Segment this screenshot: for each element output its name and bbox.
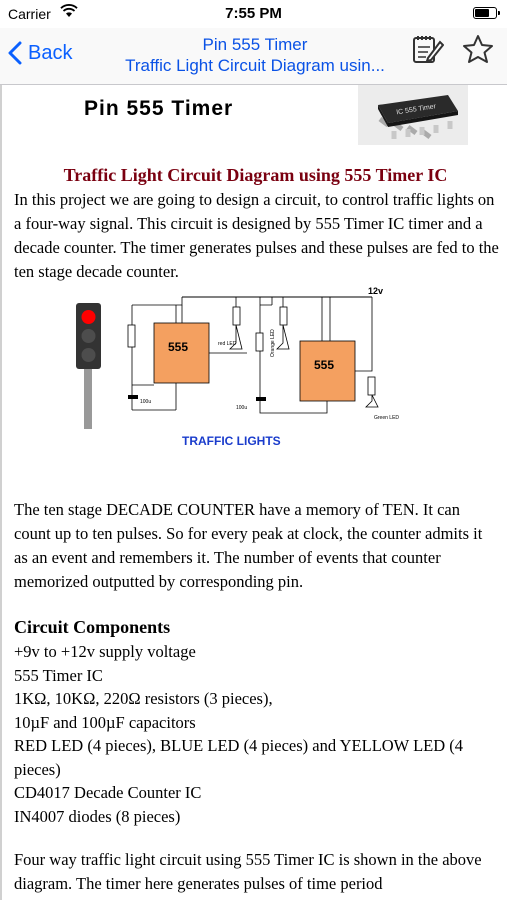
orange-led-label: Orange LED — [270, 329, 276, 357]
component-item: IN4007 diodes (8 pieces) — [14, 806, 181, 826]
diagram-caption: TRAFFIC LIGHTS — [182, 434, 281, 448]
component-item: 1KΩ, 10KΩ, 220Ω resistors (3 pieces), — [14, 689, 273, 708]
component-item: +9v to +12v supply voltage — [14, 642, 196, 661]
back-button[interactable]: Back — [8, 38, 72, 68]
notes-button[interactable] — [410, 32, 445, 71]
circuit-diagram: 12v 555 100u red LED 100u Orange LED 5 — [72, 285, 412, 455]
nav-title-line2: Traffic Light Circuit Diagram usin... — [125, 56, 385, 75]
star-icon — [463, 35, 493, 63]
clock: 7:55 PM — [225, 5, 282, 22]
green-led-label: Green LED — [374, 415, 399, 421]
nav-title-line1: Pin 555 Timer — [202, 35, 308, 54]
closing-paragraph: Four way traffic light circuit using 555… — [14, 850, 482, 893]
ic-chip-image: IC 555 Timer — [358, 85, 468, 145]
components-title: Circuit Components — [14, 617, 171, 637]
component-item: RED LED (4 pieces), BLUE LED (4 pieces) … — [14, 736, 464, 779]
ic1-label: 555 — [168, 340, 188, 354]
wifi-icon — [60, 4, 78, 21]
battery-icon — [473, 7, 500, 19]
component-item: CD4017 Decade Counter IC — [14, 783, 202, 802]
decade-counter-paragraph: The ten stage DECADE COUNTER have a memo… — [14, 500, 483, 591]
favorite-button[interactable] — [462, 34, 494, 69]
status-bar: Carrier 7:55 PM — [0, 0, 507, 28]
banner-title: Pin 555 Timer — [84, 97, 234, 120]
nav-title: Pin 555 Timer Traffic Light Circuit Diag… — [100, 34, 410, 76]
chevron-left-icon — [8, 41, 22, 65]
component-item: 10µF and 100µF capacitors — [14, 712, 196, 732]
carrier-label: Carrier — [8, 6, 51, 22]
article-content[interactable]: Pin 555 Timer IC 555 Timer Traffic Light… — [0, 85, 507, 900]
red-led-label: red LED — [218, 341, 237, 347]
cap1-label: 100u — [140, 399, 151, 405]
intro-paragraph: In this project we are going to design a… — [14, 190, 499, 281]
components-list: +9v to +12v supply voltage 555 Timer IC … — [14, 640, 504, 828]
component-item: 555 Timer IC — [14, 665, 103, 685]
supply-label: 12v — [368, 286, 383, 296]
navigation-bar: Back Pin 555 Timer Traffic Light Circuit… — [0, 28, 507, 85]
ic2-label: 555 — [314, 358, 334, 372]
article-title: Traffic Light Circuit Diagram using 555 … — [63, 165, 448, 185]
edit-note-icon — [413, 36, 445, 63]
back-label: Back — [28, 41, 73, 64]
cap2-label: 100u — [236, 405, 247, 411]
